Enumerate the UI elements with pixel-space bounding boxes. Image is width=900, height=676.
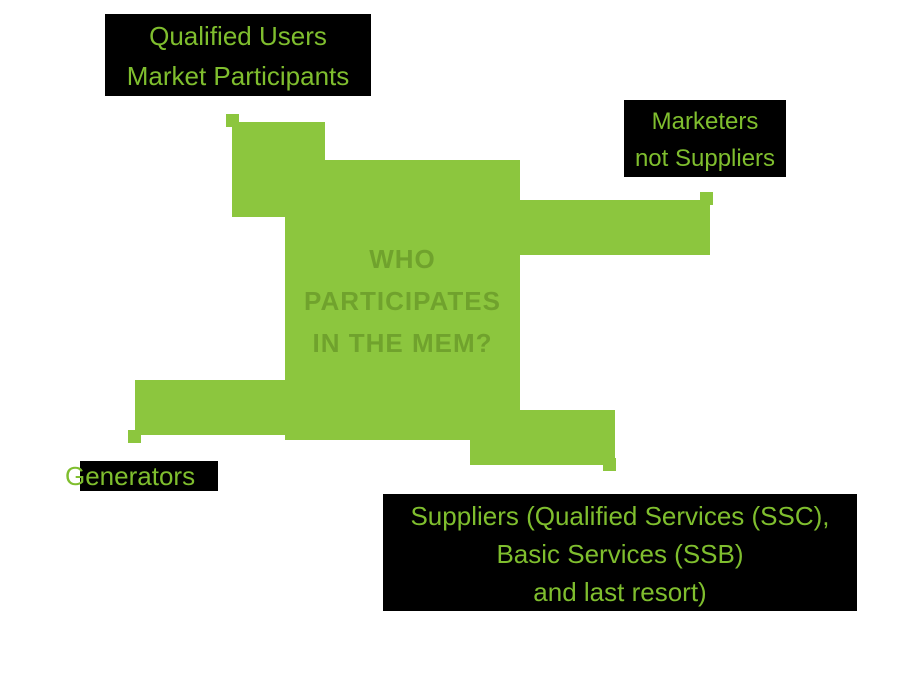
- diagram-title-line-1: WHO: [369, 244, 436, 274]
- label-marketers-line-1: Marketers: [651, 108, 759, 135]
- label-qualified-users: Qualified Users Market Participants: [105, 14, 371, 96]
- label-suppliers-line-2: Basic Services (SSB): [496, 539, 744, 569]
- pinwheel-tip-bottom-left: [128, 430, 141, 443]
- label-suppliers-line-3: and last resort): [533, 577, 707, 607]
- diagram-title-line-2: PARTICIPATES: [304, 286, 501, 316]
- label-marketers-line-2: not Suppliers: [634, 145, 776, 172]
- pinwheel-tip-top-right: [700, 192, 713, 205]
- pinwheel-center-block: [285, 160, 520, 440]
- label-marketers: Marketers not Suppliers: [624, 100, 786, 177]
- label-suppliers-line-1: Suppliers (Qualified Services (SSC),: [410, 501, 830, 531]
- pinwheel-arm-left: [135, 380, 285, 435]
- label-qualified-users-line-1: Qualified Users: [149, 21, 327, 51]
- pinwheel-arm-right: [520, 200, 710, 255]
- label-generators: Generators: [65, 461, 196, 491]
- label-suppliers: Suppliers (Qualified Services (SSC), Bas…: [383, 494, 857, 611]
- diagram-title: WHO PARTICIPATES IN THE MEM?: [285, 238, 520, 364]
- label-generators-background: [80, 461, 218, 491]
- diagram-title-line-3: IN THE MEM?: [312, 328, 493, 358]
- pinwheel-tip-bottom-right: [603, 458, 616, 471]
- label-qualified-users-line-2: Market Participants: [126, 61, 350, 91]
- pinwheel-tip-top-left: [226, 114, 239, 127]
